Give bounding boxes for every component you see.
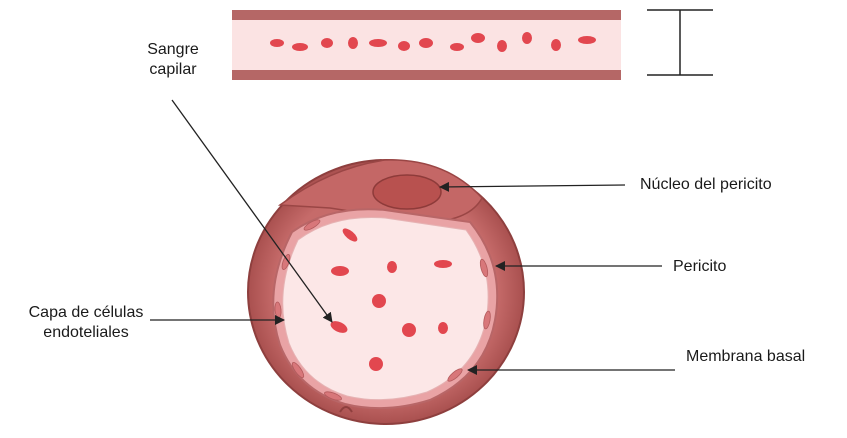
capillary-longitudinal <box>232 10 621 80</box>
pericyte-nucleus <box>373 175 441 209</box>
label-membrana-basal: Membrana basal <box>686 347 805 367</box>
label-capa-endotelial: Capa de células endoteliales <box>6 303 166 343</box>
label-pericito: Pericito <box>673 257 726 277</box>
label-capa-endotelial-line1: Capa de células <box>6 303 166 323</box>
label-nucleo-pericito: Núcleo del pericito <box>640 175 772 195</box>
label-sangre-capilar-line1: Sangre <box>108 40 238 60</box>
label-sangre-capilar-line2: capilar <box>108 60 238 80</box>
capillary-cross-section <box>248 160 524 424</box>
label-sangre-capilar: Sangre capilar <box>108 40 238 80</box>
diameter-bracket <box>647 10 713 75</box>
label-capa-endotelial-line2: endoteliales <box>6 323 166 343</box>
